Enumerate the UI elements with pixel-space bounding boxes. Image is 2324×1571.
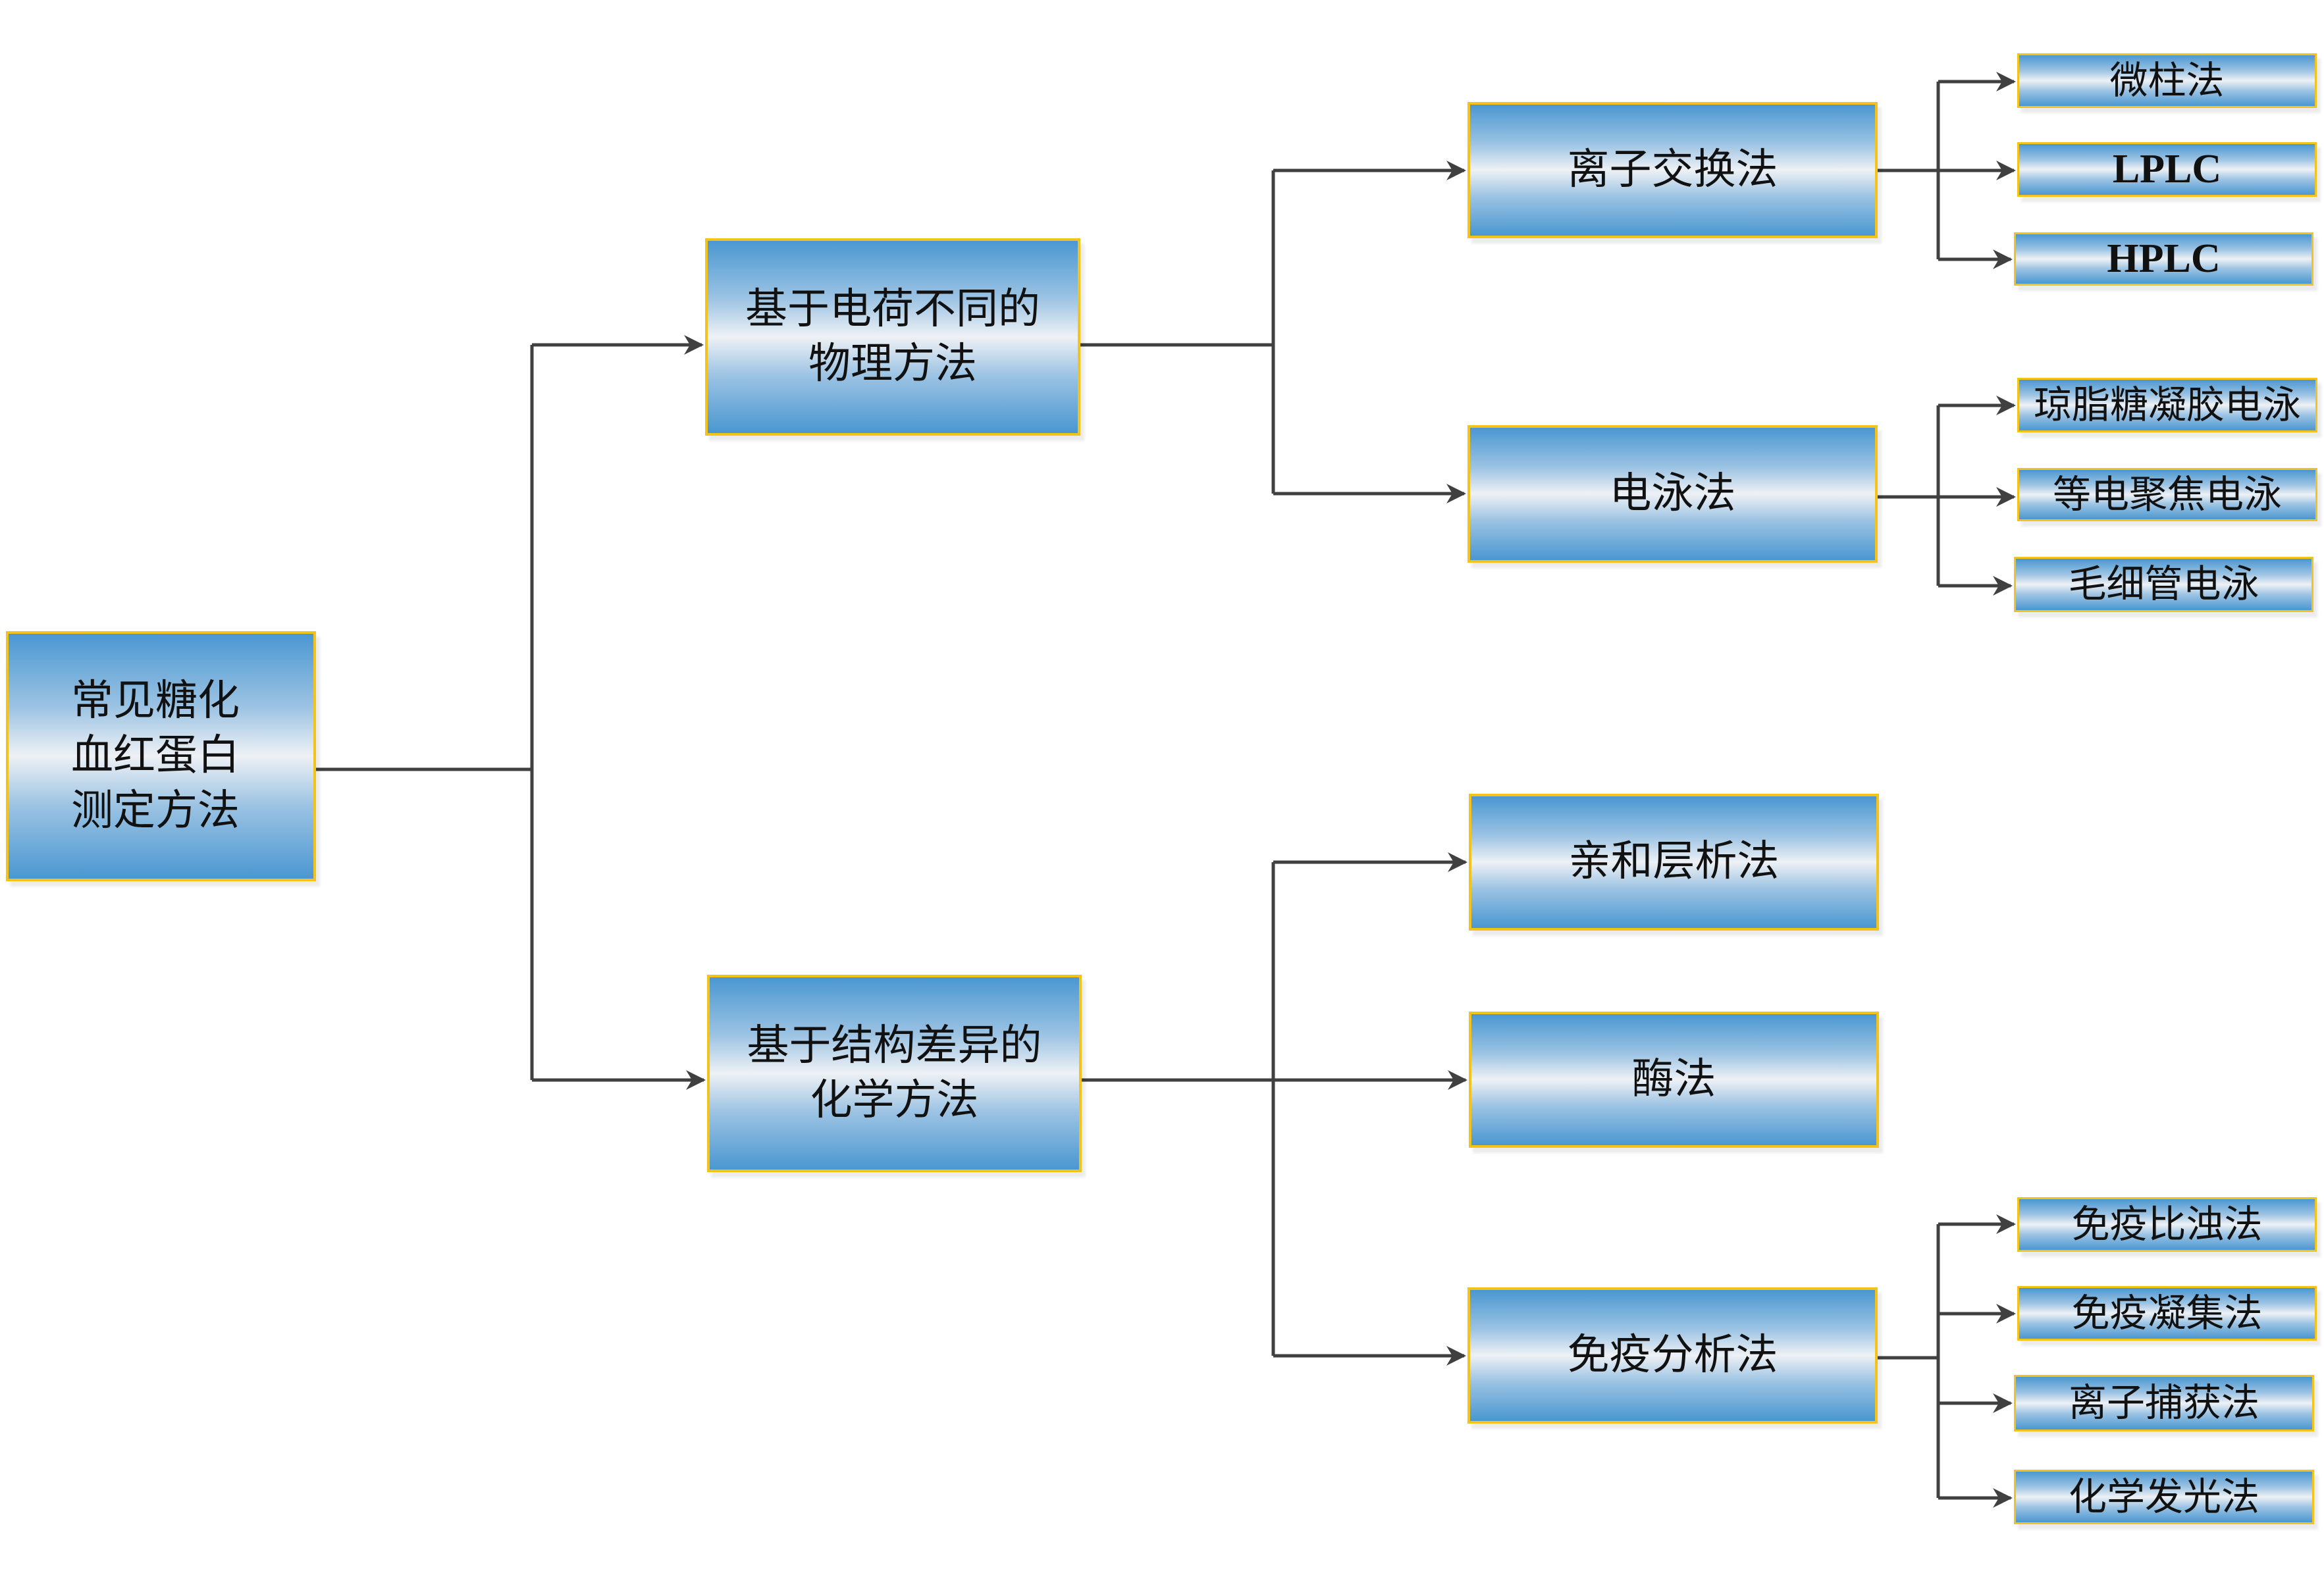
- ion-exchange-node: 离子交换法: [1467, 102, 1878, 238]
- root-label-line: 血红蛋白: [71, 731, 240, 781]
- chemical-method-node: 基于结构差异的 化学方法: [707, 975, 1082, 1172]
- leaf-label: 等电聚焦电泳: [2052, 471, 2282, 517]
- leaf-label: 离子捕获法: [2068, 1380, 2259, 1426]
- leaf-label: 免疫凝集法: [2071, 1290, 2263, 1335]
- leaf-lplc: LPLC: [2017, 142, 2317, 197]
- leaf-capillary: 毛细管电泳: [2014, 557, 2313, 612]
- leaf-label: HPLC: [2107, 236, 2221, 282]
- physical-method-node: 基于电荷不同的 物理方法: [705, 238, 1080, 436]
- leaf-label: 琼脂糖凝胶电泳: [2033, 382, 2301, 427]
- root-node: 常见糖化 血红蛋白 测定方法: [6, 631, 316, 881]
- electrophoresis-label: 电泳法: [1609, 469, 1736, 518]
- chemical-label-line: 基于结构差异的: [747, 1021, 1042, 1070]
- leaf-isoelectric-focusing: 等电聚焦电泳: [2017, 468, 2317, 521]
- affinity-label: 亲和层析法: [1568, 837, 1780, 887]
- leaf-chemiluminescence: 化学发光法: [2014, 1470, 2314, 1524]
- leaf-immunoagglutination: 免疫凝集法: [2017, 1286, 2317, 1341]
- root-label-line: 常见糖化: [71, 677, 240, 726]
- leaf-ion-capture: 离子捕获法: [2014, 1375, 2314, 1431]
- enzyme-label: 酶法: [1631, 1054, 1716, 1104]
- immunoassay-node: 免疫分析法: [1467, 1287, 1878, 1424]
- leaf-label: 化学发光法: [2068, 1474, 2259, 1519]
- chemical-label-line: 化学方法: [810, 1076, 979, 1125]
- root-label-line: 测定方法: [71, 786, 240, 835]
- enzyme-method-node: 酶法: [1469, 1012, 1879, 1148]
- physical-label-line: 物理方法: [808, 340, 977, 388]
- leaf-hplc: HPLC: [2014, 232, 2313, 286]
- leaf-microcolumn: 微柱法: [2017, 53, 2317, 108]
- leaf-label: 免疫比浊法: [2071, 1201, 2263, 1247]
- immunoassay-label: 免疫分析法: [1567, 1330, 1778, 1379]
- leaf-immunoturbidimetry: 免疫比浊法: [2017, 1197, 2317, 1252]
- leaf-agarose-gel: 琼脂糖凝胶电泳: [2017, 378, 2317, 432]
- electrophoresis-node: 电泳法: [1467, 425, 1878, 563]
- leaf-label: 毛细管电泳: [2068, 561, 2259, 607]
- affinity-chromatography-node: 亲和层析法: [1469, 794, 1879, 931]
- leaf-label: 微柱法: [2109, 57, 2225, 103]
- ion-exchange-label: 离子交换法: [1567, 145, 1778, 194]
- leaf-label: LPLC: [2112, 147, 2222, 192]
- physical-label-line: 基于电荷不同的: [745, 284, 1040, 334]
